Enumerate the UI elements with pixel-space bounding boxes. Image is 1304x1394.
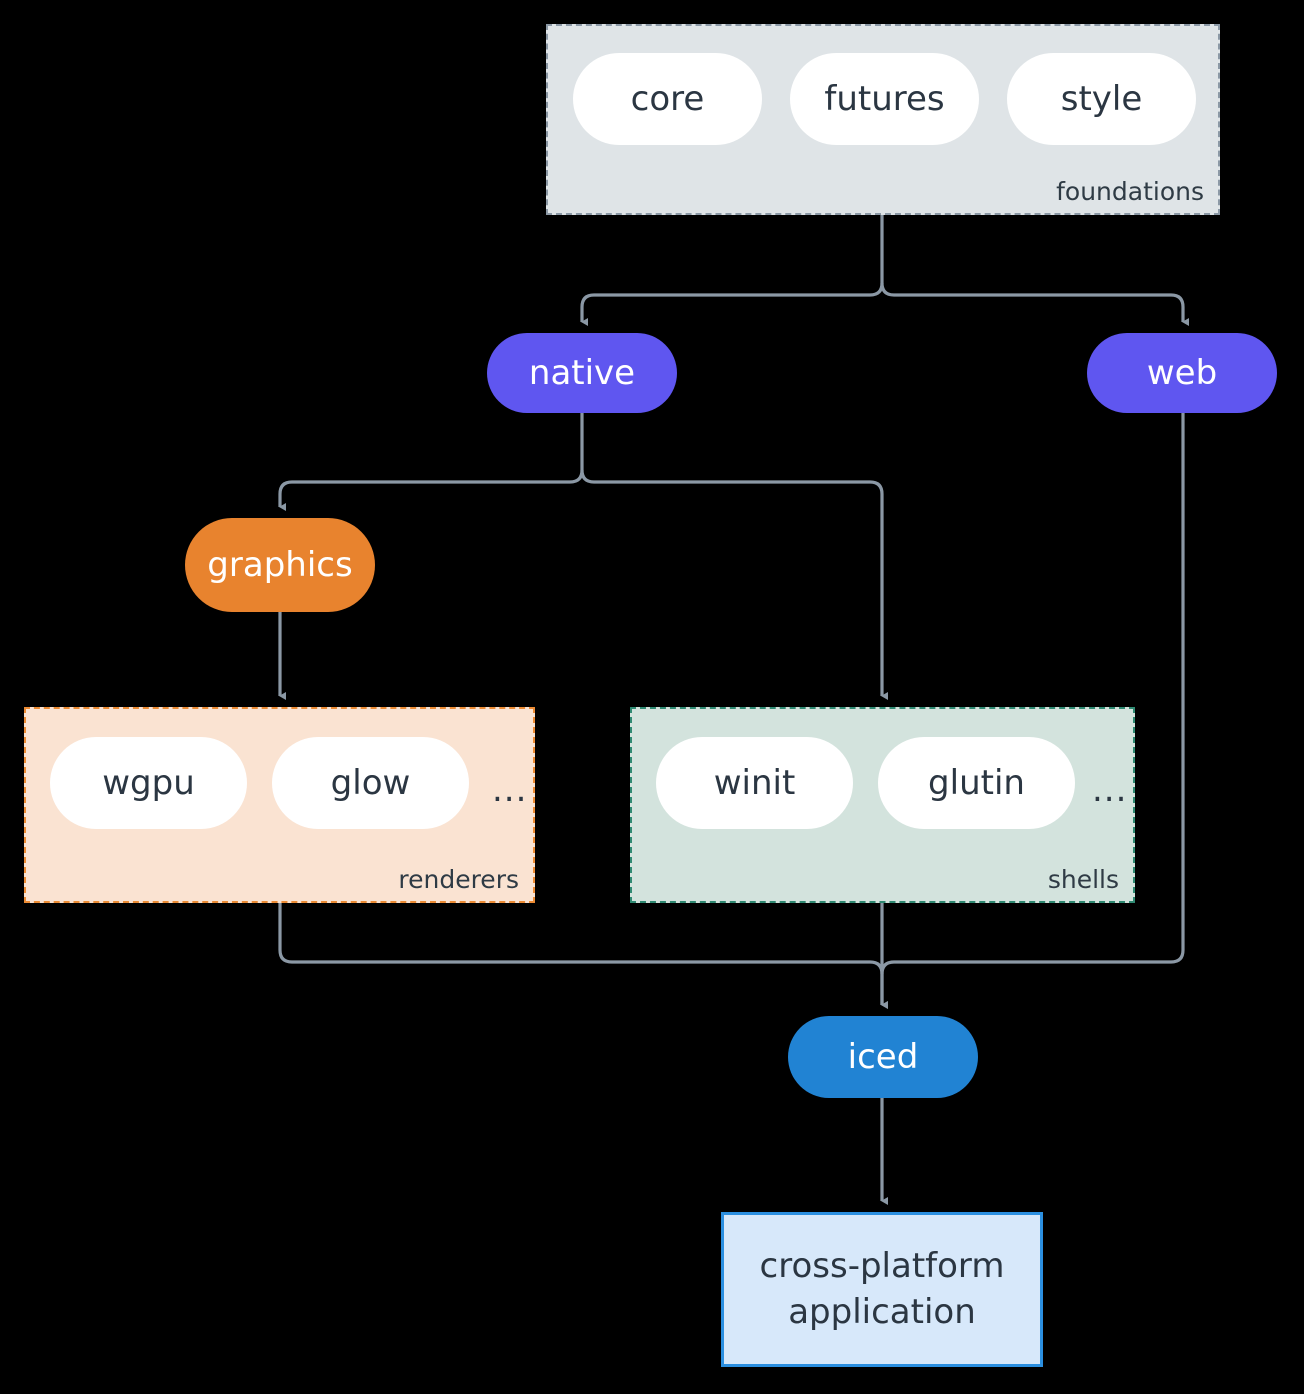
node-web[interactable]: web <box>1087 333 1277 413</box>
node-iced[interactable]: iced <box>788 1016 978 1098</box>
node-native[interactable]: native <box>487 333 677 413</box>
edge-native-graphics <box>278 413 584 511</box>
shells-item-glutin-label: glutin <box>928 763 1025 803</box>
renderers-item-glow-label: glow <box>330 763 411 803</box>
foundations-item-futures-label: futures <box>824 79 945 119</box>
cluster-shells-label: shells <box>1047 865 1119 894</box>
edge-foundations-native <box>580 215 884 326</box>
renderers-more-ellipsis: ... <box>492 770 528 810</box>
renderers-item-glow[interactable]: glow <box>272 737 469 829</box>
foundations-item-style-label: style <box>1060 79 1143 119</box>
cluster-shells: winit glutin ... shells <box>630 707 1135 903</box>
node-iced-label: iced <box>847 1037 919 1077</box>
cluster-renderers-label: renderers <box>398 865 519 894</box>
application-label-line2: application <box>788 1291 976 1332</box>
edge-native-shells <box>580 469 888 700</box>
shells-more-ellipsis: ... <box>1092 770 1128 810</box>
node-graphics-label: graphics <box>207 545 353 585</box>
node-web-label: web <box>1146 353 1218 393</box>
node-cross-platform-application[interactable]: cross-platform application <box>721 1212 1043 1367</box>
application-label-line1: cross-platform <box>759 1245 1005 1286</box>
node-graphics[interactable]: graphics <box>185 518 375 612</box>
cluster-foundations-label: foundations <box>1056 177 1204 206</box>
foundations-item-core-label: core <box>630 79 705 119</box>
foundations-item-futures[interactable]: futures <box>790 53 979 145</box>
node-native-label: native <box>528 353 636 393</box>
cluster-renderers: wgpu glow ... renderers <box>24 707 535 903</box>
renderers-item-wgpu-label: wgpu <box>102 763 195 803</box>
foundations-item-style[interactable]: style <box>1007 53 1196 145</box>
shells-item-glutin[interactable]: glutin <box>878 737 1075 829</box>
shells-item-winit[interactable]: winit <box>656 737 853 829</box>
edge-foundations-web <box>880 282 1189 326</box>
edge-renderers-iced <box>278 903 888 1009</box>
renderers-item-wgpu[interactable]: wgpu <box>50 737 247 829</box>
foundations-item-core[interactable]: core <box>573 53 762 145</box>
cluster-foundations: core futures style foundations <box>546 24 1220 215</box>
shells-item-winit-label: winit <box>713 763 796 803</box>
